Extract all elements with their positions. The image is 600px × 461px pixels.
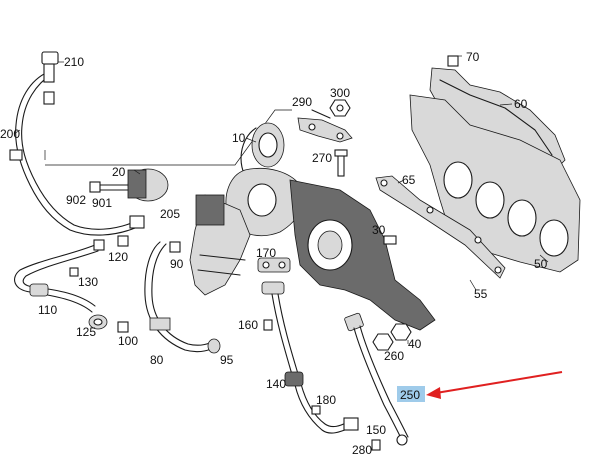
bolt-180 — [311, 405, 321, 415]
highlight-arrow — [426, 371, 563, 399]
callout-125: 125 — [76, 325, 96, 339]
callout-170: 170 — [256, 246, 276, 260]
callout-180: 180 — [316, 393, 336, 407]
oil-return-line-140 — [261, 281, 359, 434]
gasket-170 — [257, 257, 291, 273]
callout-130: 130 — [78, 275, 98, 289]
callout-300: 300 — [330, 86, 350, 100]
callout-160: 160 — [238, 318, 258, 332]
leader-line — [499, 103, 513, 106]
callout-110: 110 — [38, 303, 57, 317]
callout-80: 80 — [150, 353, 164, 367]
callout-200: 200 — [0, 127, 20, 141]
leader-line — [13, 129, 21, 135]
leader-line — [397, 179, 405, 184]
callout-205: 205 — [160, 207, 180, 221]
nut-300-hole — [336, 104, 344, 112]
nut-260 — [372, 333, 394, 351]
callout-140: 140 — [266, 377, 286, 391]
callout-30: 30 — [372, 223, 386, 237]
nut-40 — [390, 323, 412, 341]
callout-70: 70 — [466, 50, 480, 64]
coolant-line-110 — [14, 239, 105, 313]
leader-line — [539, 254, 549, 263]
stud-30 — [383, 235, 397, 245]
leader-line — [245, 137, 257, 143]
coolant-line-80 — [144, 241, 221, 354]
callout-120: 120 — [108, 250, 128, 264]
turbocharger-assembly — [189, 122, 436, 331]
fitting-120 — [117, 235, 129, 247]
callout-40: 40 — [408, 337, 422, 351]
leader-line — [469, 279, 477, 291]
line-250 — [344, 312, 409, 446]
callout-210: 210 — [64, 55, 84, 69]
nut-300 — [329, 99, 351, 117]
bracket-290 — [297, 109, 353, 143]
callout-labels: 210 200 70 60 290 300 10 270 20 902 901 … — [0, 50, 548, 457]
highlight-box-250 — [397, 386, 425, 402]
bolt-100 — [117, 321, 129, 333]
callout-65: 65 — [402, 173, 416, 187]
wastegate-actuator — [89, 168, 169, 202]
callout-260: 260 — [384, 349, 404, 363]
fitting-130 — [69, 267, 79, 277]
callout-150: 150 — [366, 423, 386, 437]
leader-line — [133, 169, 141, 175]
callout-280: 280 — [352, 443, 372, 457]
callout-60: 60 — [514, 97, 528, 111]
callout-90: 90 — [170, 257, 184, 271]
support-bracket — [375, 175, 506, 279]
callout-10: 10 — [232, 131, 246, 145]
oil-feed-line — [9, 51, 145, 236]
callout-95: 95 — [220, 353, 234, 367]
stud-270 — [334, 149, 348, 177]
callout-290: 290 — [292, 95, 312, 109]
callout-55: 55 — [474, 287, 488, 301]
bolt-280 — [371, 439, 381, 451]
callout-250: 250 — [400, 388, 420, 402]
clamp-125 — [88, 314, 108, 330]
callout-100: 100 — [118, 334, 138, 348]
callout-902: 902 — [66, 193, 86, 207]
callout-270: 270 — [312, 151, 332, 165]
callout-901: 901 — [92, 196, 112, 210]
bolt-160 — [263, 319, 273, 331]
callout-20: 20 — [112, 165, 126, 179]
callout-50: 50 — [534, 257, 548, 271]
